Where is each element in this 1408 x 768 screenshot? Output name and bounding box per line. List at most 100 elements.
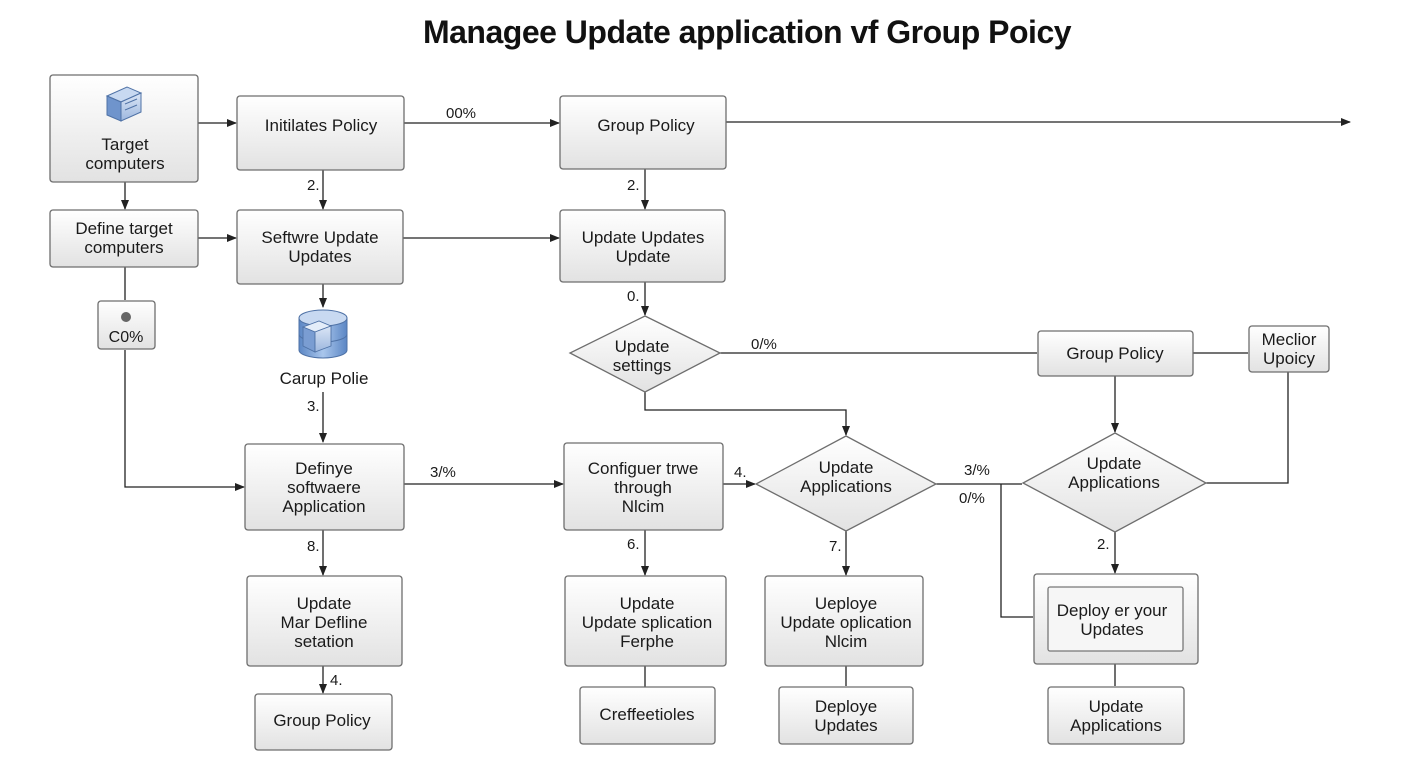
node-creffeetioles[interactable]: Creffeetioles [579, 686, 716, 745]
node-label-line: Applications [800, 477, 892, 496]
node-label: Initilates Policy [265, 116, 378, 135]
node-group-policy-mid[interactable]: Group Policy [1037, 330, 1194, 377]
diagram-title: Managee Update application vf Group Poic… [422, 14, 1072, 50]
node-label-line: Updates [814, 716, 877, 735]
edge-label: 3. [307, 398, 320, 415]
edge-label: 6. [627, 536, 640, 553]
edge-label: 2. [307, 177, 320, 194]
node-label: Group Policy [597, 116, 695, 135]
node-label-line: Applications [1070, 716, 1162, 735]
edge-settings-to-apps1 [644, 392, 850, 436]
node-label-line: computers [85, 154, 164, 173]
edge-label: 3/% [430, 464, 456, 481]
node-label: Carup Polie [280, 369, 369, 388]
node-label-line: Deploy er your [1057, 601, 1168, 620]
node-label-line: Applications [1068, 473, 1160, 492]
edge-label: 2. [1097, 536, 1110, 553]
node-label-line: Update [616, 247, 671, 266]
edge-label: 7. [829, 538, 842, 555]
edges [121, 118, 1351, 694]
edge-label: 2. [627, 177, 640, 194]
node-label-line: Meclior [1262, 330, 1317, 349]
node-label-line: Creffeetioles [599, 705, 694, 724]
edge-label: 0/% [959, 490, 985, 507]
edge-label: 0. [627, 288, 640, 305]
node-label-line: Configuer trwe [588, 459, 699, 478]
node-label-line: through [614, 478, 672, 497]
node-label-line: Target [101, 135, 149, 154]
node-label-line: Nlcim [825, 632, 868, 651]
node-label-line: Update splication [582, 613, 712, 632]
node-label-line: settings [613, 356, 672, 375]
node-label-line: softwaere [287, 478, 361, 497]
node-label-line: Ferphe [620, 632, 674, 651]
node-percent[interactable]: C0% [97, 300, 156, 350]
database-icon [298, 309, 348, 359]
node-label-line: Group Policy [1066, 344, 1164, 363]
node-label: Creffeetioles [599, 705, 694, 724]
node-label: Group Policy [273, 711, 371, 730]
edge-label: 8. [307, 538, 320, 555]
node-label-line: Update Updates [582, 228, 705, 247]
node-label-line: Updates [288, 247, 351, 266]
node-label-line: Group Policy [273, 711, 371, 730]
node-group-policy-top[interactable]: Group Policy [559, 95, 727, 170]
node-label-line: Update oplication [780, 613, 911, 632]
node-label-line: Application [282, 497, 365, 516]
node-label-line: Update [1087, 454, 1142, 473]
edge-label: 00% [446, 105, 476, 122]
node-label-line: Definye [295, 459, 353, 478]
node-initiates-policy[interactable]: Initilates Policy [236, 95, 405, 171]
node-label-line: Update [1089, 697, 1144, 716]
edge-label: 0/% [751, 336, 777, 353]
edge-labels: 00% 2. 2. 0. 0/% 3. 3/% 4. 3/% 0/% 2. 8.… [307, 105, 1110, 689]
node-label-line: Update [297, 594, 352, 613]
node-label: C0% [109, 329, 144, 346]
node-label-line: Update [615, 337, 670, 356]
node-label-line: Mar Defline [281, 613, 368, 632]
edge-label: 4. [330, 672, 343, 689]
node-label-line: Ueploye [815, 594, 877, 613]
node-label-line: C0% [109, 329, 144, 346]
node-label: Group Policy [1066, 344, 1164, 363]
edge-meclior-to-apps2 [1206, 372, 1289, 484]
node-label-line: Nlcim [622, 497, 665, 516]
node-label-line: Seftwre Update [261, 228, 378, 247]
node-label-line: Upoicy [1263, 349, 1315, 368]
node-group-policy-bottom[interactable]: Group Policy [254, 693, 393, 751]
node-label-line: Initilates Policy [265, 116, 378, 135]
computer-icon [105, 86, 143, 122]
node-carup-polie[interactable]: Carup Polie [280, 309, 369, 388]
